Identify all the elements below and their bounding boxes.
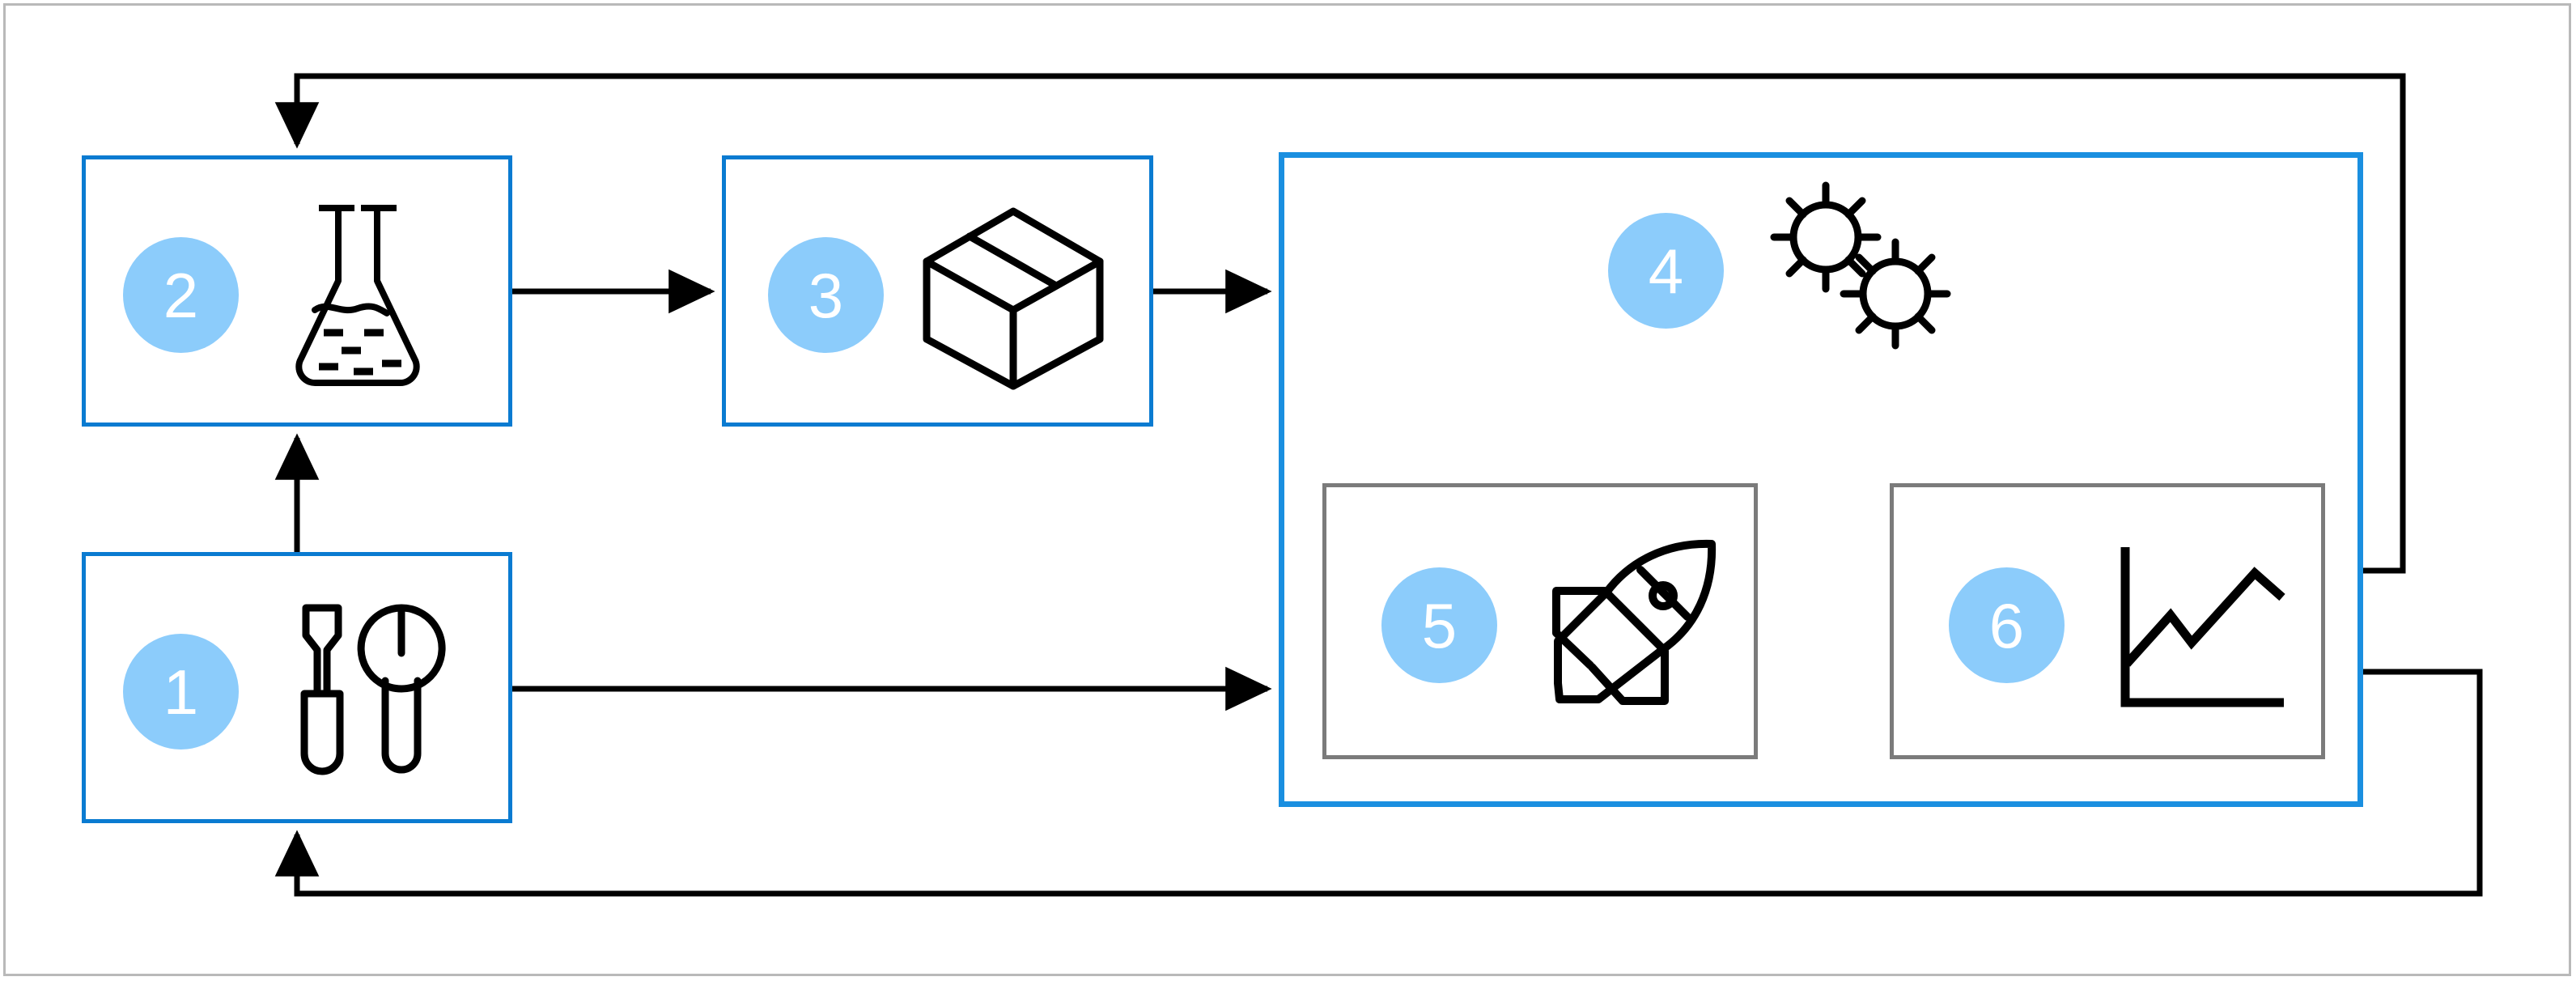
node-5-badge-label: 5	[1421, 589, 1458, 661]
flask-icon	[277, 190, 439, 393]
node-6-badge: 6	[1949, 567, 2065, 683]
node-3-box[interactable]: 3	[722, 155, 1153, 427]
node-6-box[interactable]: 6	[1890, 483, 2325, 759]
package-box-icon	[912, 202, 1114, 396]
node-5-badge: 5	[1381, 567, 1497, 683]
node-3-badge-label: 3	[808, 259, 844, 331]
node-2-box[interactable]: 2	[82, 155, 512, 427]
line-chart-icon	[2120, 544, 2290, 714]
node-6-badge-label: 6	[1988, 589, 2025, 661]
node-3-badge: 3	[768, 237, 884, 353]
node-2-badge: 2	[123, 237, 239, 353]
node-4-badge: 4	[1608, 213, 1724, 329]
tools-icon	[288, 603, 458, 781]
microbes-icon	[1756, 176, 1967, 354]
node-5-box[interactable]: 5	[1322, 483, 1758, 759]
rocket-icon	[1545, 536, 1723, 714]
node-1-badge-label: 1	[163, 656, 199, 728]
node-1-badge: 1	[123, 634, 239, 750]
node-2-badge-label: 2	[163, 259, 199, 331]
node-1-box[interactable]: 1	[82, 552, 512, 823]
outer-frame-border	[3, 3, 2571, 976]
node-4-badge-label: 4	[1648, 235, 1684, 307]
